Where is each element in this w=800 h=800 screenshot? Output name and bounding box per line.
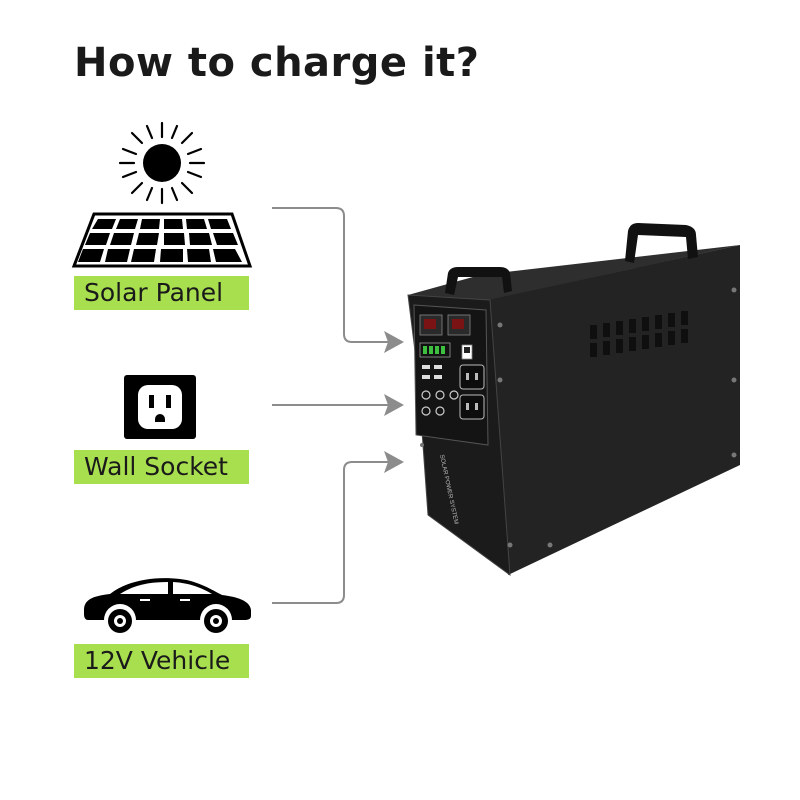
wall-socket-icon — [124, 375, 196, 439]
power-station: SOLAR POWER SYSTEM — [407, 223, 740, 577]
vehicle-label: 12V Vehicle — [74, 644, 249, 678]
solar-panel-icon — [71, 212, 253, 268]
vehicle-arrow-icon — [384, 451, 404, 473]
vehicle-connector-line — [272, 461, 390, 604]
page-title: How to charge it? — [74, 40, 480, 86]
solar-connector-line — [272, 207, 390, 343]
handle-back — [625, 223, 698, 263]
solar-arrow-icon — [384, 331, 404, 353]
wall-arrow-icon — [384, 394, 404, 416]
handle-front — [445, 267, 512, 295]
sun-icon — [118, 121, 206, 205]
solar-panel-label: Solar Panel — [74, 276, 249, 310]
car-icon — [84, 578, 251, 633]
wall-socket-label: Wall Socket — [74, 450, 249, 484]
